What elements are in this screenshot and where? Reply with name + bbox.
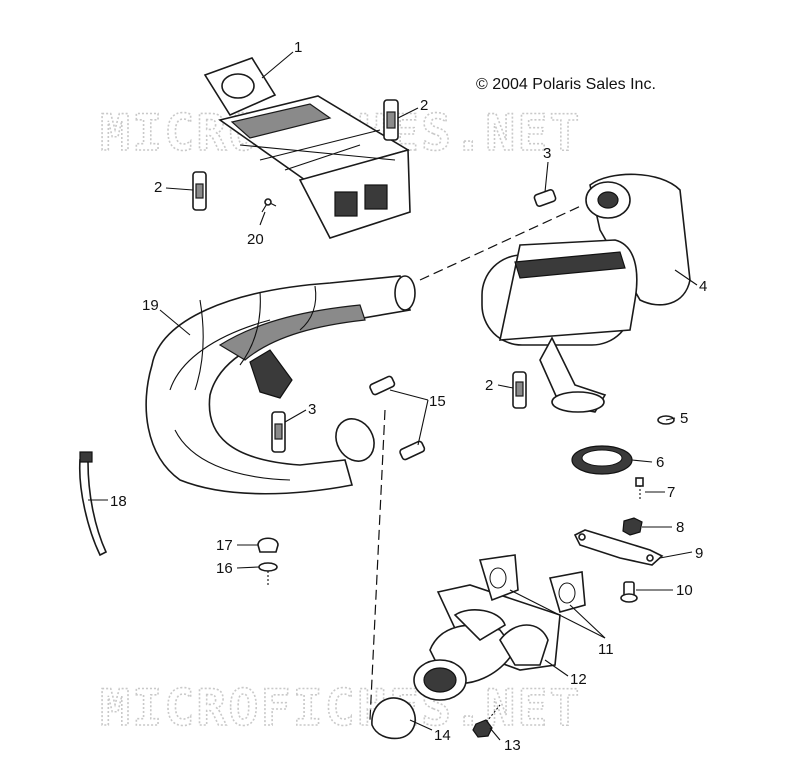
callout-9: 9 bbox=[695, 545, 703, 562]
part-9-bracket bbox=[573, 529, 664, 566]
part-13-bolt bbox=[472, 704, 501, 738]
callout-18: 18 bbox=[110, 493, 127, 510]
callout-11: 11 bbox=[598, 641, 614, 658]
callout-2-top: 2 bbox=[420, 97, 428, 114]
callout-4: 4 bbox=[699, 278, 707, 295]
part-2-spring-right bbox=[512, 371, 527, 409]
part-12-exhaust-manifold bbox=[413, 584, 561, 701]
part-17-grommet bbox=[257, 537, 279, 553]
assembly-line-pipe-to-seal bbox=[369, 409, 386, 721]
callout-2-left: 2 bbox=[154, 179, 162, 196]
part-7-screw bbox=[635, 477, 644, 500]
part-1-heat-shield-bracket bbox=[203, 57, 411, 239]
part-10-bolt bbox=[620, 581, 638, 603]
part-11-gasket-right bbox=[548, 571, 586, 613]
callout-14: 14 bbox=[434, 727, 451, 744]
callout-8: 8 bbox=[676, 519, 684, 536]
part-3-spring-lower bbox=[271, 411, 286, 453]
callout-2-right: 2 bbox=[485, 377, 493, 394]
leader-lines bbox=[88, 51, 698, 741]
part-2-spring-left bbox=[192, 171, 207, 211]
part-8-nut bbox=[622, 517, 643, 536]
part-19-expansion-pipe bbox=[145, 275, 416, 495]
part-3-spring-top bbox=[533, 188, 557, 208]
copyright-text: © 2004 Polaris Sales Inc. bbox=[476, 76, 656, 93]
part-18-strap bbox=[78, 451, 108, 557]
callout-3-lower: 3 bbox=[308, 401, 316, 418]
part-20-clip bbox=[261, 198, 277, 213]
callout-1: 1 bbox=[294, 39, 302, 56]
callout-17: 17 bbox=[216, 537, 233, 554]
callout-19: 19 bbox=[142, 297, 159, 314]
part-2-spring-top bbox=[383, 99, 399, 141]
callout-13: 13 bbox=[504, 737, 521, 754]
part-14-seal bbox=[371, 697, 416, 740]
callout-7: 7 bbox=[667, 484, 675, 501]
callout-12: 12 bbox=[570, 671, 587, 688]
part-15-spring-lower bbox=[399, 440, 426, 461]
callout-3-top: 3 bbox=[543, 145, 551, 162]
part-4-silencer bbox=[481, 173, 691, 413]
callout-16: 16 bbox=[216, 560, 233, 577]
callout-6: 6 bbox=[656, 454, 664, 471]
part-11-gasket-left bbox=[478, 554, 519, 602]
part-16-washer bbox=[258, 562, 278, 585]
watermark-bottom: MICROFICHES.NET bbox=[100, 679, 582, 737]
part-6-gasket-ring bbox=[571, 445, 633, 475]
callout-20: 20 bbox=[247, 231, 264, 248]
part-15-spring-upper bbox=[369, 375, 396, 396]
callout-10: 10 bbox=[676, 582, 693, 599]
callout-15: 15 bbox=[429, 393, 446, 410]
callout-5: 5 bbox=[680, 410, 688, 427]
